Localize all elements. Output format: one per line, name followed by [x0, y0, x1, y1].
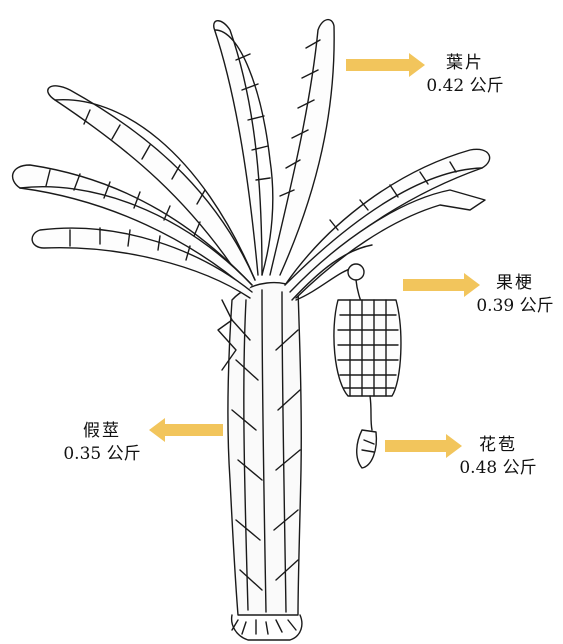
- label-fruit-stalk-value: 0.39 公斤: [468, 295, 562, 318]
- pseudostem-drawing: [218, 283, 302, 640]
- arrow-to-leaves-label: [346, 53, 425, 77]
- label-pseudostem: 假莖 0.35 公斤: [52, 420, 152, 466]
- arrow-to-pseudostem-label: [149, 418, 223, 442]
- label-leaves-name: 葉片: [415, 52, 515, 75]
- label-bract-name: 花苞: [448, 434, 548, 457]
- label-leaves-value: 0.42 公斤: [415, 75, 515, 98]
- label-leaves: 葉片 0.42 公斤: [415, 52, 515, 98]
- label-bract: 花苞 0.48 公斤: [448, 434, 548, 480]
- label-pseudostem-value: 0.35 公斤: [52, 443, 152, 466]
- label-fruit-stalk: 果梗 0.39 公斤: [468, 272, 562, 318]
- label-bract-value: 0.48 公斤: [448, 457, 548, 480]
- label-pseudostem-name: 假莖: [52, 420, 152, 443]
- fruit-bunch-drawing: [296, 264, 401, 468]
- label-fruit-stalk-name: 果梗: [468, 272, 562, 295]
